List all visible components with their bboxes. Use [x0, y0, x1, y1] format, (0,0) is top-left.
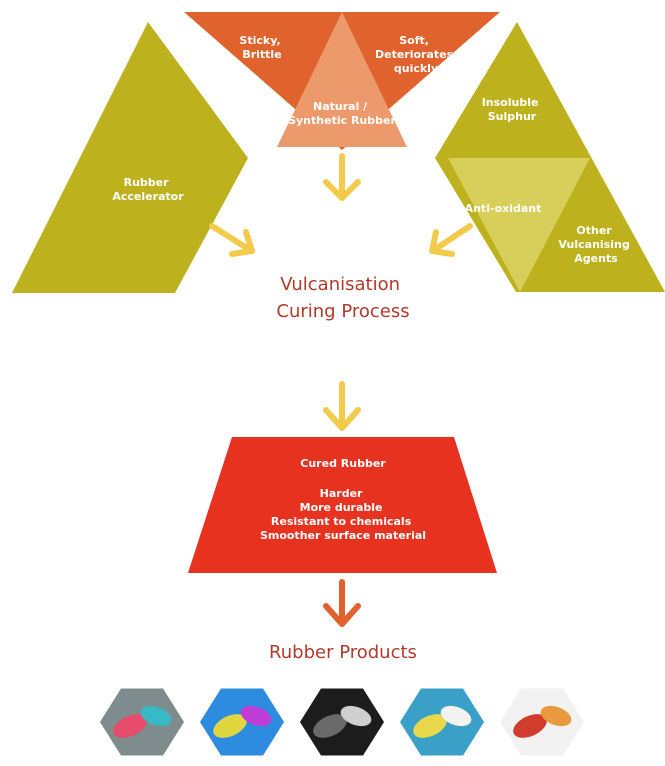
top-right-label: Soft, Deteriorates quickly [375, 34, 457, 75]
right-agents-triangle: Insoluble Sulphur Anti-oxidant Other Vul… [435, 22, 665, 292]
left-accelerator-triangle: Rubber Accelerator [12, 22, 248, 293]
arrow-to-cured [323, 381, 361, 431]
right-top-label: Insoluble Sulphur [482, 96, 543, 123]
left-label: Rubber Accelerator [112, 176, 184, 203]
flip-flops-icon [100, 688, 184, 756]
left-triangle-shape [12, 22, 248, 293]
right-middle-label: Anti-oxidant [465, 202, 542, 215]
arrow-to-products [323, 579, 361, 627]
cured-rubber-shape [188, 437, 497, 573]
hose-icon [400, 688, 484, 756]
arrow-from-left [209, 223, 255, 257]
tyre-icon [300, 688, 384, 756]
capsules-icon [500, 688, 584, 756]
arrow-down-top [323, 153, 361, 201]
cured-properties: Harder More durable Resistant to chemica… [260, 487, 426, 542]
products-title: Rubber Products [269, 642, 417, 663]
right-bottom-label: Other Vulcanising Agents [558, 224, 633, 265]
cured-rubber-box: Cured Rubber Harder More durable Resista… [188, 437, 497, 573]
balloons-icon [200, 688, 284, 756]
cured-heading: Cured Rubber [300, 457, 386, 470]
right-triangle-inner [448, 158, 590, 292]
process-title: Vulcanisation Curing Process [276, 274, 409, 322]
product-hexagons [100, 688, 584, 756]
top-left-label: Sticky, Brittle [239, 34, 284, 61]
top-center-label: Natural / Synthetic Rubber [288, 100, 396, 127]
arrow-from-right [429, 223, 473, 257]
top-triangle-inner [277, 12, 407, 147]
top-raw-rubber-triangle: Sticky, Brittle Soft, Deteriorates quick… [184, 12, 500, 150]
right-triangle-shape [435, 22, 665, 292]
arrows-to-process [209, 153, 473, 257]
